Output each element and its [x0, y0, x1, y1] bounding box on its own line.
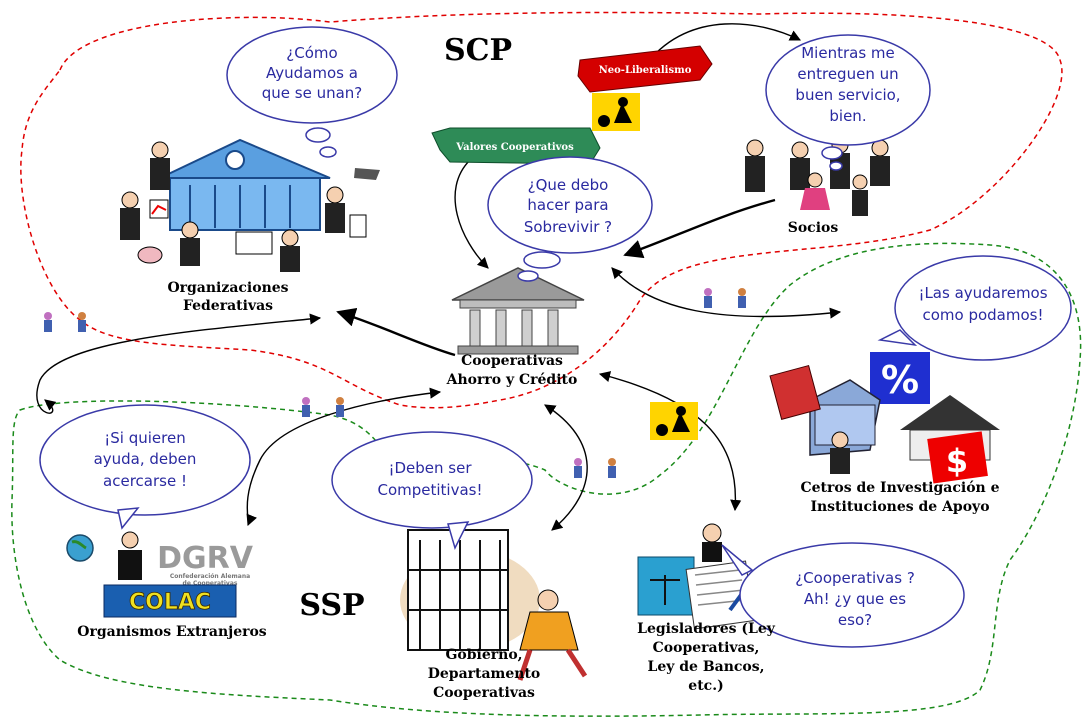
bubble-centros-line-2: como podamos!	[922, 306, 1043, 324]
bubble-socios-line-4: bien.	[829, 107, 866, 125]
bubble-gobierno-line-1: ¡Deben ser	[388, 459, 472, 477]
colac-logo: COLAC	[129, 590, 211, 615]
arrow-federativas-extranjeros	[36, 313, 322, 414]
dgrv-subtitle-2: de Cooperativas	[183, 580, 238, 587]
bubble-centros	[877, 255, 1072, 361]
socios-people-icons	[745, 136, 890, 216]
bubble-federativas-line-2: Ayudamos a	[266, 64, 358, 82]
neoliberalismo-label: Neo-Liberalismo	[599, 65, 692, 76]
federativas-people-icons	[120, 141, 380, 272]
arrow-neoliberalismo-socios	[647, 23, 802, 63]
connection-arrows	[36, 23, 842, 531]
percent-icon: %	[881, 358, 919, 402]
label-cooperativas-line-2: Ahorro y Crédito	[446, 372, 578, 388]
bubble-centros-line-1: ¡Las ayudaremos	[918, 284, 1047, 302]
label-legisladores-line-1: Legisladores (Ley	[637, 621, 776, 637]
bubble-socios	[765, 34, 931, 171]
valores-label: Valores Cooperativos	[455, 142, 574, 153]
dgrv-subtitle-1: Confederación Alemana	[170, 573, 250, 580]
people-pair-icon	[704, 288, 746, 308]
dgrv-logo: DGRV	[157, 541, 254, 576]
label-legisladores-line-2: Cooperativas,	[653, 640, 760, 656]
thought-bubbles	[39, 26, 1072, 648]
label-socios: Socios	[788, 220, 839, 236]
node-labels: Organizaciones Federativas Socios Cooper…	[77, 220, 999, 701]
bubble-socios-line-2: entreguen un	[797, 65, 898, 83]
bubble-extranjeros-line-1: ¡Si quieren	[104, 429, 185, 447]
arrow-cooperativas-extranjeros	[246, 387, 442, 527]
bubble-gobierno-line-2: Competitivas!	[377, 481, 482, 499]
label-centros-line-1: Cetros de Investigación e	[801, 480, 1000, 496]
bubble-texts: ¿Cómo Ayudamos a que se unan? Mientras m…	[94, 44, 1048, 629]
ssp-boundary	[11, 242, 1082, 717]
research-center-icons: % $	[769, 352, 1000, 484]
bubble-socios-line-1: Mientras me	[801, 44, 895, 62]
government-building-icon	[400, 529, 588, 681]
foreign-organizations-icons: DGRV Confederación Alemana de Cooperativ…	[66, 531, 254, 618]
arrow-socios-cooperativas	[623, 198, 776, 259]
people-pair-icon	[44, 312, 86, 332]
people-pair-icon	[302, 397, 344, 417]
label-gobierno-line-2: Departamento	[428, 666, 541, 682]
people-pair-icons	[44, 288, 746, 478]
label-federativas-line-2: Federativas	[183, 298, 273, 314]
label-cooperativas-line-1: Cooperativas	[461, 353, 563, 369]
neoliberalismo-ribbon: Neo-Liberalismo	[577, 45, 713, 93]
arrow-cooperativas-gobierno	[544, 404, 588, 531]
label-centros-line-2: Instituciones de Apoyo	[810, 499, 989, 515]
bubble-extranjeros-line-3: acercarse !	[103, 472, 187, 490]
bubble-legisladores-line-2: Ah! ¿y que es	[804, 590, 906, 608]
label-federativas-line-1: Organizaciones	[167, 280, 288, 296]
bubble-cooperativas	[487, 156, 653, 282]
bubble-extranjeros-line-2: ayuda, deben	[94, 450, 197, 468]
bubble-socios-line-3: buen servicio,	[795, 86, 900, 104]
threat-icon	[650, 402, 698, 440]
legislators-icon	[637, 523, 755, 630]
bubble-cooperativas-line-3: Sobrevivir ?	[524, 218, 612, 236]
bubble-legisladores-line-1: ¿Cooperativas ?	[795, 569, 915, 587]
valores-ribbon: Valores Cooperativos	[431, 127, 601, 165]
federal-building-icon	[159, 138, 331, 231]
bubble-legisladores-line-3: eso?	[838, 611, 872, 629]
arrow-valores-cooperativas	[454, 159, 489, 269]
arrow-cooperativas-federativas	[336, 307, 456, 357]
bank-icon	[451, 267, 585, 355]
label-gobierno-line-1: Gobierno,	[445, 647, 522, 663]
bubble-gobierno	[331, 431, 533, 551]
dollar-icon: $	[946, 442, 968, 480]
label-extranjeros: Organismos Extranjeros	[77, 624, 267, 640]
zone-title-scp: SCP	[444, 33, 512, 68]
bubble-cooperativas-line-2: hacer para	[527, 196, 608, 214]
arrow-cooperativas-legisladores	[598, 371, 742, 512]
bubble-federativas-line-1: ¿Cómo	[286, 44, 337, 62]
arrow-cooperativas-centros	[611, 267, 842, 319]
label-legisladores-line-4: etc.)	[688, 678, 723, 694]
bubble-extranjeros	[39, 404, 251, 530]
people-pair-icon	[574, 458, 616, 478]
bubble-cooperativas-line-1: ¿Que debo	[528, 176, 609, 194]
label-legisladores-line-3: Ley de Bancos,	[647, 659, 764, 675]
bubble-legisladores	[721, 542, 965, 648]
label-gobierno-line-3: Cooperativas	[433, 685, 535, 701]
zone-title-ssp: SSP	[299, 588, 364, 623]
threat-icon	[592, 93, 640, 131]
bubble-federativas	[226, 26, 398, 158]
bubble-federativas-line-3: que se unan?	[262, 84, 363, 102]
